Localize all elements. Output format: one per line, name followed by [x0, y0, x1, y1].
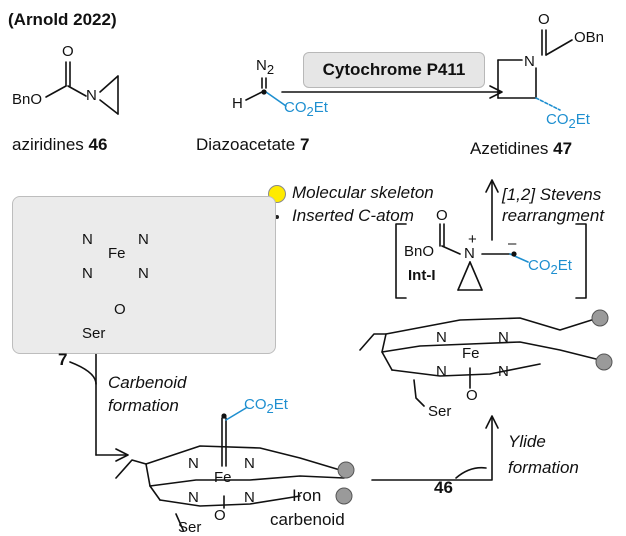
ylide-heme-n-atom: N: [436, 363, 447, 380]
diazo-h-atom: H: [232, 95, 243, 112]
diazo-n2: N2: [256, 58, 274, 78]
legend-inserted-label: Inserted C-atom: [292, 206, 414, 225]
ylide-arrow: [371, 415, 499, 481]
carbenoid-step-line2: formation: [108, 396, 179, 415]
legend-inserted-swatch: [275, 215, 279, 219]
legend-skeleton-label: Molecular skeleton: [292, 183, 434, 202]
inserted-carbon-dot: [511, 251, 517, 257]
skeleton-node: [337, 461, 355, 479]
carbenoid-ester-subscript: 2: [266, 401, 274, 416]
diazo-name: Diazoacetate: [196, 135, 296, 154]
ylide-o-atom: O: [436, 207, 448, 224]
ylide-heme-n-atom: N: [498, 329, 509, 346]
resting-state-panel: [12, 196, 276, 354]
ylide-fe-atom: Fe: [462, 345, 480, 362]
aziridine-name: aziridines: [12, 135, 84, 154]
panel-n-atom: N: [138, 265, 149, 282]
diazo-ester-subscript: 2: [306, 104, 314, 119]
ylide-n-atom: N: [464, 245, 475, 262]
azetidine-number: 47: [553, 139, 573, 158]
ylide-minus-charge: –: [508, 235, 517, 252]
ylide-ester-co: CO: [528, 257, 551, 274]
diazo-ester: CO2Et: [284, 100, 328, 120]
inserted-carbon-dot: [261, 89, 267, 95]
aziridine-number: 46: [88, 135, 108, 154]
inserted-carbon-dot: [221, 413, 227, 419]
azetidine-structure: [497, 29, 573, 111]
ylide-ester: CO2Et: [528, 258, 572, 278]
azetidine-ester-et: Et: [575, 111, 590, 128]
diazoacetate-structure: [245, 77, 287, 107]
diazo-caption: Diazoacetate 7: [196, 135, 309, 155]
panel-n-atom: N: [138, 231, 149, 248]
stevens-arrow: [485, 179, 499, 241]
panel-fe-atom: Fe: [108, 245, 126, 262]
azetidine-o-atom: O: [538, 11, 550, 28]
panel-n-atom: N: [82, 231, 93, 248]
heme-carbenoid: [115, 407, 345, 531]
aziridine-caption: aziridines 46: [12, 135, 107, 155]
carbenoid-o-atom: O: [214, 507, 226, 524]
carbenoid-fe-atom: Fe: [214, 469, 232, 486]
azetidine-name: Azetidines: [470, 139, 549, 158]
carbenoid-label-line2: carbenoid: [270, 510, 345, 529]
int-i-label: Int-I: [408, 267, 436, 284]
carbenoid-ester: CO2Et: [244, 397, 288, 417]
carbenoid-label-line1: Iron: [292, 486, 322, 505]
reagent-46-label: 46: [434, 478, 453, 497]
azetidine-obn: OBn: [574, 29, 605, 46]
carbenoid-ester-co: CO: [244, 396, 267, 413]
ylide-ester-et: Et: [557, 257, 572, 274]
ylide-step-line2: formation: [508, 458, 579, 477]
azetidine-ester-co: CO: [546, 111, 569, 128]
panel-n-atom: N: [82, 265, 93, 282]
stevens-label-line2: rearrangment: [502, 206, 605, 225]
diazo-ester-co: CO: [284, 99, 307, 116]
ylide-plus-charge: +: [468, 231, 477, 248]
aziridine-structure: [45, 61, 119, 115]
azetidine-n-atom: N: [524, 53, 535, 70]
carbenoid-n-atom: N: [188, 489, 199, 506]
main-reaction-arrow: [281, 85, 503, 99]
panel-o-atom: O: [114, 301, 126, 318]
heme-ylide: [359, 317, 601, 407]
carbenoid-ser-label: Ser: [178, 519, 202, 536]
aziridine-n-atom: N: [86, 87, 97, 104]
carbenoid-n-atom: N: [244, 455, 255, 472]
ylide-heme-o-atom: O: [466, 387, 478, 404]
carbenoid-step-line1: Carbenoid: [108, 373, 187, 392]
ylide-heme-n-atom: N: [498, 363, 509, 380]
catalyst-box: Cytochrome P411: [303, 52, 485, 88]
skeleton-node: [335, 487, 353, 505]
carbenoid-n-atom: N: [188, 455, 199, 472]
diazo-n2-subscript: 2: [266, 62, 275, 77]
ylide-heme-n-atom: N: [436, 329, 447, 346]
ylide-intermediate: [395, 223, 587, 299]
diazo-ester-et: Et: [313, 99, 328, 116]
azetidine-caption: Azetidines 47: [470, 139, 572, 159]
azetidine-ester-subscript: 2: [568, 116, 576, 131]
stevens-label-line1: [1,2] Stevens: [502, 185, 602, 204]
diazo-number: 7: [299, 135, 310, 154]
diazo-n2-symbol: N: [256, 57, 267, 74]
skeleton-node: [591, 309, 609, 327]
ylide-heme-ser-label: Ser: [428, 403, 452, 420]
panel-ser-label: Ser: [82, 325, 106, 342]
aziridine-bno: BnO: [12, 91, 43, 108]
ylide-bno: BnO: [404, 243, 435, 260]
skeleton-node: [595, 353, 613, 371]
ylide-step-line1: Ylide: [508, 432, 546, 451]
carbenoid-arrow: [69, 351, 129, 462]
carbenoid-ester-et: Et: [273, 396, 288, 413]
scheme-title: (Arnold 2022): [8, 10, 117, 29]
reagent-7-label: 7: [58, 350, 68, 369]
ylide-ester-subscript: 2: [550, 262, 558, 277]
carbenoid-n-atom: N: [244, 489, 255, 506]
azetidine-ester: CO2Et: [546, 112, 590, 132]
aziridine-o-atom: O: [62, 43, 74, 60]
